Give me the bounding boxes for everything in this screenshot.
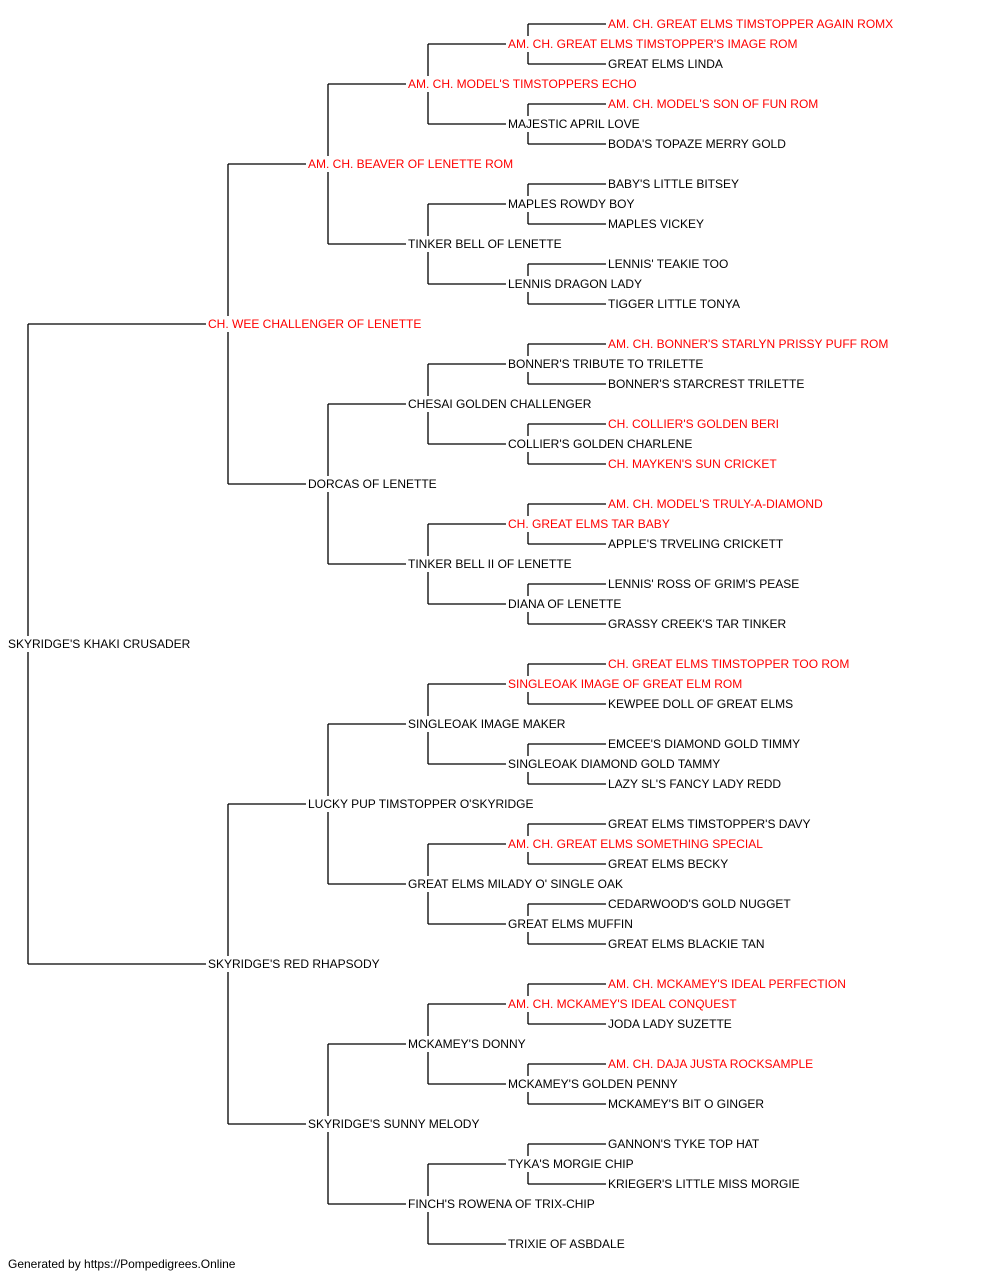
dog-name-gen5: GREAT ELMS LINDA — [608, 57, 723, 71]
dog-name-gen5: JODA LADY SUZETTE — [608, 1017, 732, 1031]
dog-name-gen5: AM. CH. MCKAMEY'S IDEAL PERFECTION — [608, 977, 846, 991]
dog-name-gen4: CH. GREAT ELMS TAR BABY — [508, 517, 670, 531]
dog-name-gen5: MCKAMEY'S BIT O GINGER — [608, 1097, 764, 1111]
dog-name-gen3: SINGLEOAK IMAGE MAKER — [408, 717, 566, 731]
dog-name-gen4: GREAT ELMS MUFFIN — [508, 917, 633, 931]
dog-name-gen5: LAZY SL'S FANCY LADY REDD — [608, 777, 781, 791]
dog-name-gen5: MAPLES VICKEY — [608, 217, 704, 231]
dog-name-gen4: MAJESTIC APRIL LOVE — [508, 117, 640, 131]
dog-name-gen4: COLLIER'S GOLDEN CHARLENE — [508, 437, 692, 451]
dog-name-gen5: KEWPEE DOLL OF GREAT ELMS — [608, 697, 793, 711]
dog-name-gen5: BABY'S LITTLE BITSEY — [608, 177, 739, 191]
dog-name-gen5: APPLE'S TRVELING CRICKETT — [608, 537, 784, 551]
dog-name-gen1: SKYRIDGE'S RED RHAPSODY — [208, 957, 380, 971]
dog-name-gen5: AM. CH. MODEL'S TRULY-A-DIAMOND — [608, 497, 823, 511]
dog-name-gen5: CH. GREAT ELMS TIMSTOPPER TOO ROM — [608, 657, 849, 671]
dog-name-gen3: GREAT ELMS MILADY O' SINGLE OAK — [408, 877, 623, 891]
dog-name-gen4: BONNER'S TRIBUTE TO TRILETTE — [508, 357, 703, 371]
dog-name-gen4: TYKA'S MORGIE CHIP — [508, 1157, 634, 1171]
dog-name-gen4: DIANA OF LENETTE — [508, 597, 621, 611]
dog-name-gen2: DORCAS OF LENETTE — [308, 477, 437, 491]
dog-name-gen3: CHESAI GOLDEN CHALLENGER — [408, 397, 592, 411]
dog-name-gen3: FINCH'S ROWENA OF TRIX-CHIP — [408, 1197, 595, 1211]
dog-name-gen5: LENNIS' ROSS OF GRIM'S PEASE — [608, 577, 799, 591]
dog-name-gen3: AM. CH. MODEL'S TIMSTOPPERS ECHO — [408, 77, 637, 91]
dog-name-gen2: SKYRIDGE'S SUNNY MELODY — [308, 1117, 479, 1131]
dog-name-gen0: SKYRIDGE'S KHAKI CRUSADER — [8, 637, 191, 651]
dog-name-gen4: MAPLES ROWDY BOY — [508, 197, 634, 211]
dog-name-gen5: GREAT ELMS BECKY — [608, 857, 728, 871]
dog-name-gen3: TINKER BELL II OF LENETTE — [408, 557, 572, 571]
dog-name-gen5: BODA'S TOPAZE MERRY GOLD — [608, 137, 786, 151]
dog-name-gen3: TINKER BELL OF LENETTE — [408, 237, 562, 251]
dog-name-gen2: AM. CH. BEAVER OF LENETTE ROM — [308, 157, 513, 171]
dog-name-gen5: CEDARWOOD'S GOLD NUGGET — [608, 897, 791, 911]
dog-name-gen5: CH. COLLIER'S GOLDEN BERI — [608, 417, 779, 431]
dog-name-gen5: TIGGER LITTLE TONYA — [608, 297, 740, 311]
dog-name-gen5: AM. CH. DAJA JUSTA ROCKSAMPLE — [608, 1057, 813, 1071]
dog-name-gen4: AM. CH. GREAT ELMS TIMSTOPPER'S IMAGE RO… — [508, 37, 797, 51]
dog-name-gen5: KRIEGER'S LITTLE MISS MORGIE — [608, 1177, 800, 1191]
footer-credit: Generated by https://Pompedigrees.Online — [8, 1257, 236, 1271]
dog-name-gen4: LENNIS DRAGON LADY — [508, 277, 642, 291]
dog-name-gen4: MCKAMEY'S GOLDEN PENNY — [508, 1077, 678, 1091]
dog-name-gen5: AM. CH. BONNER'S STARLYN PRISSY PUFF ROM — [608, 337, 888, 351]
dog-name-gen5: LENNIS' TEAKIE TOO — [608, 257, 728, 271]
dog-name-gen4: SINGLEOAK DIAMOND GOLD TAMMY — [508, 757, 720, 771]
dog-name-gen4: TRIXIE OF ASBDALE — [508, 1237, 625, 1251]
dog-name-gen4: AM. CH. MCKAMEY'S IDEAL CONQUEST — [508, 997, 737, 1011]
dog-name-gen2: LUCKY PUP TIMSTOPPER O'SKYRIDGE — [308, 797, 533, 811]
dog-name-gen5: BONNER'S STARCREST TRILETTE — [608, 377, 804, 391]
dog-name-gen5: AM. CH. MODEL'S SON OF FUN ROM — [608, 97, 818, 111]
dog-name-gen4: SINGLEOAK IMAGE OF GREAT ELM ROM — [508, 677, 742, 691]
dog-name-gen5: GRASSY CREEK'S TAR TINKER — [608, 617, 786, 631]
dog-name-gen5: CH. MAYKEN'S SUN CRICKET — [608, 457, 777, 471]
dog-name-gen5: AM. CH. GREAT ELMS TIMSTOPPER AGAIN ROMX — [608, 17, 893, 31]
dog-name-gen4: AM. CH. GREAT ELMS SOMETHING SPECIAL — [508, 837, 763, 851]
dog-name-gen5: GANNON'S TYKE TOP HAT — [608, 1137, 760, 1151]
dog-name-gen3: MCKAMEY'S DONNY — [408, 1037, 526, 1051]
dog-name-gen5: GREAT ELMS TIMSTOPPER'S DAVY — [608, 817, 811, 831]
dog-name-gen5: GREAT ELMS BLACKIE TAN — [608, 937, 765, 951]
dog-name-gen1: CH. WEE CHALLENGER OF LENETTE — [208, 317, 421, 331]
dog-name-gen5: EMCEE'S DIAMOND GOLD TIMMY — [608, 737, 800, 751]
